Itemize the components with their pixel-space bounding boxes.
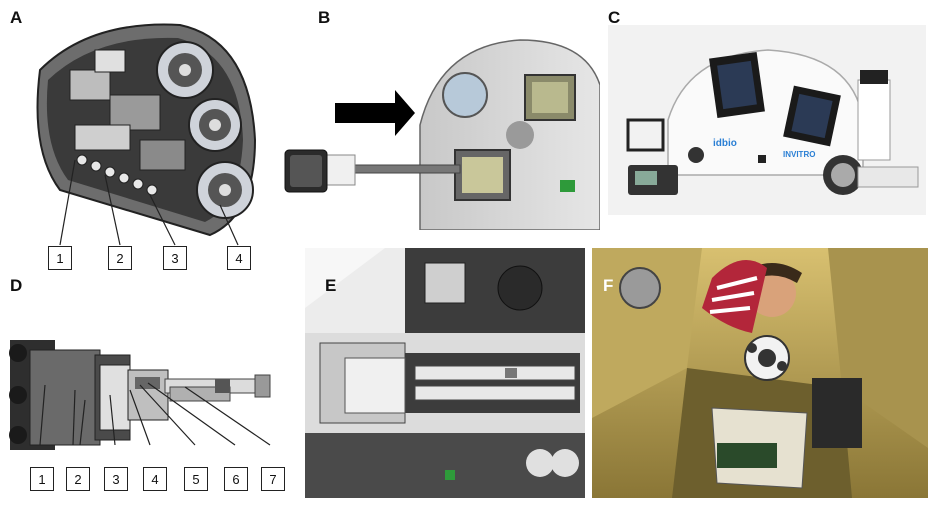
callout-d-7: 7 <box>261 467 285 491</box>
callout-a-1: 1 <box>48 246 72 270</box>
panel-d-section <box>9 340 271 450</box>
panel-e <box>305 248 585 498</box>
panel-b-photo <box>284 39 600 230</box>
panel-f-photo <box>592 248 928 498</box>
device-brand-text: idbio <box>713 138 737 149</box>
callout-a-3: 3 <box>163 246 187 270</box>
panel-label-d: D <box>10 276 23 295</box>
panel-label-f: F <box>603 276 614 295</box>
callout-d-4: 4 <box>143 467 167 491</box>
panel-b <box>270 25 600 230</box>
callout-d-3: 3 <box>104 467 128 491</box>
callout-d-1: 1 <box>30 467 54 491</box>
panel-a: 1 2 3 4 <box>0 0 300 285</box>
panel-a-render <box>36 23 257 246</box>
panel-e-render <box>305 248 585 498</box>
panel-label-b: B <box>318 8 331 27</box>
panel-label-a: A <box>10 8 23 27</box>
panel-f <box>592 248 928 498</box>
fan-port <box>156 41 214 99</box>
callout-d-6: 6 <box>224 467 248 491</box>
fan-port <box>188 98 242 152</box>
panel-c: idbio INVITRO <box>608 25 926 215</box>
callout-a-4: 4 <box>227 246 251 270</box>
panel-c-photo <box>626 49 919 195</box>
panel-label-c: C <box>608 8 621 27</box>
panel-label-e: E <box>325 276 337 295</box>
device-name-text: INVITRO <box>783 150 816 159</box>
fan-port <box>196 161 254 219</box>
callout-a-2: 2 <box>108 246 132 270</box>
callout-d-5: 5 <box>184 467 208 491</box>
callout-d-2: 2 <box>66 467 90 491</box>
panel-d: 1 2 3 4 5 6 7 <box>0 295 300 506</box>
insertion-arrow-icon <box>335 90 415 136</box>
